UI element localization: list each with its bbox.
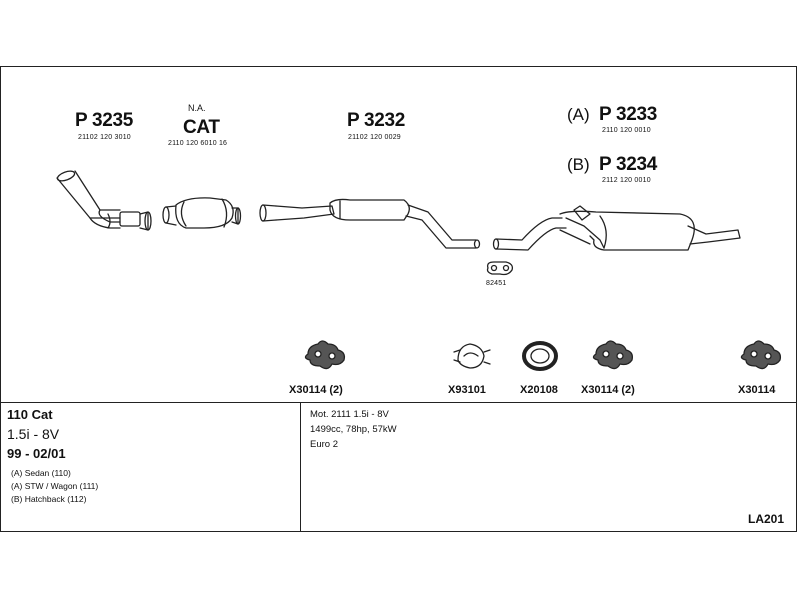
body-type-3: (B) Hatchback (112) — [11, 494, 87, 504]
vehicle-model: 110 Cat — [7, 407, 53, 422]
middle-silencer-drawing — [259, 198, 481, 249]
oem-number-p3235: 21102 120 3010 — [78, 134, 131, 141]
engine-info-line-2: 1499cc, 78hp, 57kW — [310, 424, 397, 435]
catalytic-converter-drawing — [162, 197, 242, 229]
engine-info-line-3: Euro 2 — [310, 439, 338, 450]
fitting-label-4: X30114 (2) — [581, 384, 635, 396]
fitting-label-5: X30114 — [738, 384, 776, 396]
engine-info-line-1: Mot. 2111 1.5i - 8V — [310, 409, 389, 420]
sealing-ring-drawing — [522, 341, 558, 371]
rear-silencer-drawing — [492, 205, 741, 251]
diagram-frame — [0, 66, 797, 532]
fitting-label-3: X20108 — [520, 384, 558, 396]
vertical-divider — [300, 402, 301, 532]
oem-number-p3232: 21102 120 0029 — [348, 134, 401, 141]
rubber-mount-drawing-1 — [304, 340, 346, 370]
diagram-code: LA201 — [748, 512, 785, 526]
body-type-1: (A) Sedan (110) — [11, 468, 71, 478]
vehicle-years: 99 - 02/01 — [7, 446, 66, 461]
fitting-label-1: X30114 (2) — [289, 384, 343, 396]
part-number-cat: CAT — [183, 117, 220, 138]
fitting-label-2: X93101 — [448, 384, 486, 396]
part-number-p3235: P 3235 — [75, 110, 134, 131]
horizontal-divider — [0, 402, 797, 403]
gasket-82451-drawing — [486, 261, 514, 276]
front-pipe-drawing — [56, 170, 152, 231]
gasket-code: 82451 — [486, 280, 507, 287]
oem-number-p3233: 2110 120 0010 — [602, 127, 651, 134]
vehicle-engine: 1.5i - 8V — [7, 426, 60, 442]
cat-note: N.A. — [188, 103, 206, 113]
rubber-mount-drawing-3 — [740, 340, 782, 370]
rubber-mount-drawing-2 — [592, 340, 634, 370]
variant-a-label: (A) — [567, 105, 590, 124]
body-type-2: (A) STW / Wagon (111) — [11, 481, 99, 491]
variant-b-label: (B) — [567, 155, 590, 174]
part-number-p3232: P 3232 — [347, 110, 406, 131]
oem-number-cat: 2110 120 6010 16 — [168, 140, 228, 147]
part-number-p3234: P 3234 — [599, 154, 658, 175]
clamp-drawing — [453, 343, 491, 369]
part-number-p3233: P 3233 — [599, 104, 658, 125]
oem-number-p3234: 2112 120 0010 — [602, 177, 651, 184]
